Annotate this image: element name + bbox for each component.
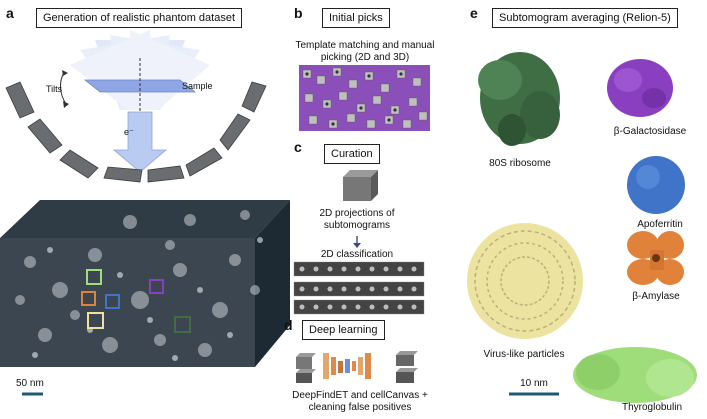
pick-box-green-light xyxy=(86,269,102,285)
panel-d-caption-line1: DeepFindET and cellCanvas + xyxy=(292,390,428,401)
electron-beam-arrow xyxy=(112,111,168,173)
pick-box-blue xyxy=(105,294,120,309)
scalebar-a-label: 50 nm xyxy=(16,378,44,389)
panel-b-caption-line1: Template matching and manual xyxy=(295,40,435,51)
vlp-map xyxy=(467,223,583,339)
pick-box-purple xyxy=(149,279,164,294)
panel-c-caption1-line1: 2D projections of xyxy=(319,208,395,219)
scalebar-e-label: 10 nm xyxy=(520,378,548,389)
pick-box-yellow xyxy=(87,312,104,329)
panel-b-title: Initial picks xyxy=(322,8,390,28)
panel-d-caption-line2: cleaning false positives xyxy=(308,402,412,413)
vlp-label: Virus-like particles xyxy=(483,349,565,360)
apoferritin-label: Apoferritin xyxy=(637,219,683,230)
tomogram-volume xyxy=(0,200,290,367)
panel-a-title: Generation of realistic phantom dataset xyxy=(36,8,243,28)
apoferritin-map xyxy=(627,156,685,214)
classification-grid-cells xyxy=(299,266,417,310)
thyroglobulin-label: Thyroglobulin xyxy=(621,402,683,413)
ribosome-map xyxy=(478,52,560,146)
electron-label: e⁻ xyxy=(124,127,134,137)
amylase-label: β-Amylase xyxy=(632,291,680,302)
sample-label: Sample xyxy=(182,81,213,91)
panel-b-caption-line2: picking (2D and 3D) xyxy=(320,52,410,63)
ribosome-label: 80S ribosome xyxy=(489,158,551,169)
panel-e-letter: e xyxy=(470,5,478,21)
pick-box-orange xyxy=(81,291,96,306)
thyroglobulin-map xyxy=(573,347,697,403)
panel-c-title: Curation xyxy=(324,144,380,164)
panel-a-letter: a xyxy=(6,5,14,21)
tilts-label: Tilts xyxy=(46,84,63,94)
panel-c-caption2: 2D classification xyxy=(320,249,394,260)
galactosidase-map xyxy=(607,59,673,117)
panel-c-letter: c xyxy=(294,139,302,155)
galactosidase-label: β-Galactosidase xyxy=(613,126,687,137)
panel-d-title: Deep learning xyxy=(302,320,385,340)
pick-box-dark-green xyxy=(174,316,191,333)
panel-b-letter: b xyxy=(294,5,303,21)
detector-arc xyxy=(5,81,267,183)
initial-picks-image xyxy=(299,65,430,131)
panel-c-caption1-line2: subtomograms xyxy=(323,220,391,231)
panel-e-title: Subtomogram averaging (Relion-5) xyxy=(492,8,678,28)
amylase-map xyxy=(627,231,684,285)
deep-learning-diagram xyxy=(296,351,418,383)
subtomogram-cube xyxy=(343,170,378,201)
panel-d-letter: d xyxy=(284,317,293,333)
